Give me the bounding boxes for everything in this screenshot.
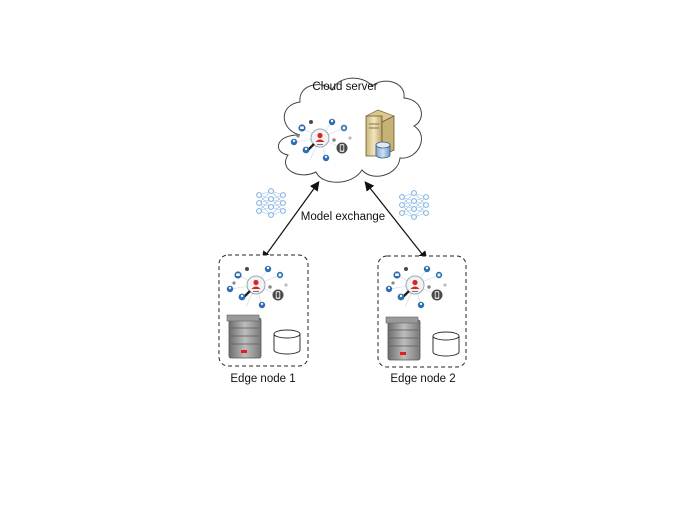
edge1-database-icon bbox=[273, 329, 301, 355]
neural-network-icon-left bbox=[256, 188, 286, 218]
edge-node-1 bbox=[218, 254, 309, 367]
arrow-cloud-edge1 bbox=[261, 181, 320, 261]
edge1-server-icon bbox=[226, 314, 262, 359]
edge-node-2 bbox=[377, 255, 467, 368]
cloud-server-label: Cloud server bbox=[312, 81, 377, 93]
model-exchange-label: Model exchange bbox=[301, 211, 385, 223]
edge-node-2-label: Edge node 2 bbox=[390, 373, 455, 385]
arrow-cloud-edge2 bbox=[364, 181, 428, 261]
edge-node-1-label: Edge node 1 bbox=[230, 373, 295, 385]
edge2-server-icon bbox=[385, 316, 421, 361]
cloud-database-icon bbox=[375, 141, 391, 159]
neural-network-icon-right bbox=[399, 190, 429, 220]
edge2-database-icon bbox=[432, 331, 460, 357]
